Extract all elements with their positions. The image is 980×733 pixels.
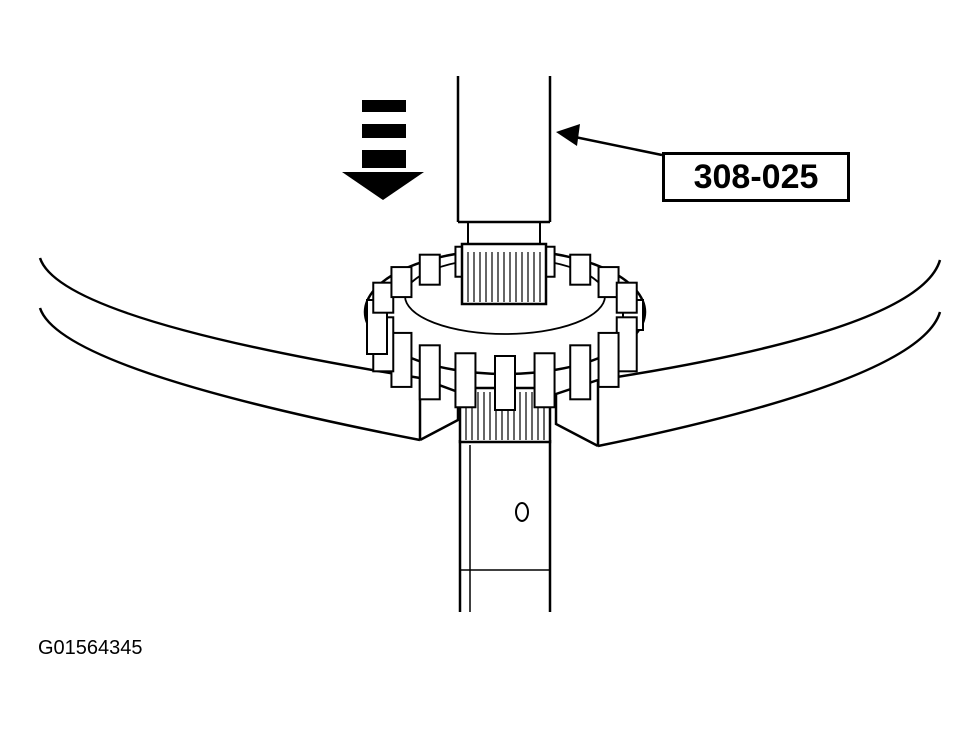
gear-tooth — [454, 352, 477, 409]
gear-tooth — [597, 331, 620, 388]
figure-id-label: G01564345 — [38, 637, 143, 659]
housing-lower-edge — [38, 307, 421, 442]
gear-tooth — [569, 253, 592, 286]
gear-tooth — [494, 355, 516, 411]
installer-tool — [456, 76, 552, 306]
down-arrow-icon — [342, 100, 424, 200]
upper-spline-lines — [467, 252, 541, 302]
housing-top-edge-right — [597, 259, 942, 382]
gear-tooth — [533, 352, 556, 409]
gear-tooth — [615, 316, 638, 373]
arrow-icon — [556, 124, 663, 157]
shaft-hole — [515, 502, 529, 522]
gear-tooth — [418, 344, 441, 401]
gear-tooth — [390, 266, 413, 299]
lower-shaft — [458, 440, 552, 612]
housing-lower-edge-right — [597, 311, 942, 448]
gear-tooth — [597, 266, 620, 299]
gear-tooth — [615, 281, 638, 314]
gear-tooth — [372, 281, 395, 314]
gear-tooth — [390, 331, 413, 388]
gear-tooth — [569, 344, 592, 401]
housing-top-edge — [38, 257, 421, 380]
tool-number-callout: 308-025 — [662, 152, 850, 202]
gear-tooth — [418, 253, 441, 286]
